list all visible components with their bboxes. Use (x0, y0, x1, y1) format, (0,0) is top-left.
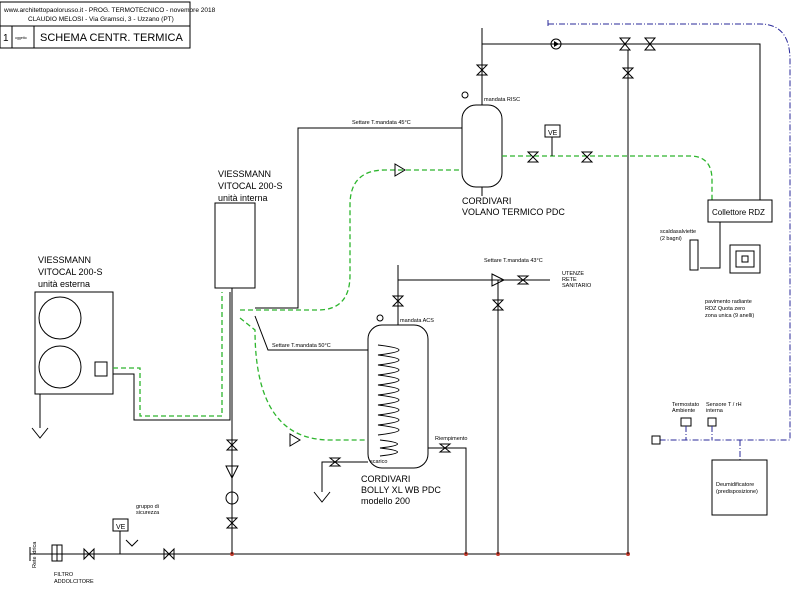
outdoor-unit-label-1: VIESSMANN (38, 255, 91, 265)
pavimento-label-2: RDZ Quota zero (705, 306, 745, 312)
deumidificatore-label-1: Deumidificatore (716, 482, 754, 488)
collettore: Collettore RDZ scaldasalviette (2 bagni)… (660, 199, 773, 319)
indoor-unit-label-2: VITOCAL 200-S (218, 181, 283, 191)
rete-idrica-label: Rete idrica (32, 541, 38, 568)
deumidificatore-box (711, 459, 768, 516)
scarico-label: scarico (370, 459, 387, 465)
mandata-risc-label: mandata RISC (484, 97, 520, 103)
indoor-unit-label-1: VIESSMANN (218, 169, 271, 179)
bolly-tank: mandata ACS scarico CORDIVARI BOLLY XL W… (361, 265, 441, 506)
termostato-label-1: Termostato (672, 402, 699, 408)
utenze-label-3: SANITARIO (562, 283, 592, 289)
indoor-unit: VIESSMANN VITOCAL 200-S unità interna (214, 169, 283, 554)
mandata-acs-label: mandata ACS (400, 318, 434, 324)
safety-group: VE gruppo di sicurezza (112, 504, 160, 554)
drawing-title: SCHEMA CENTR. TERMICA (40, 32, 183, 44)
settare-45-label: Settare T.mandata 45°C (352, 120, 411, 126)
gruppo-label-1: gruppo di (136, 504, 159, 510)
deumidificatore-label-2: (predisposizione) (716, 489, 758, 495)
bolly-label-3: modello 200 (361, 496, 410, 506)
title-line-1: www.architettopaolorusso.it - PROG. TERM… (3, 7, 216, 14)
outdoor-unit-label-3: unità esterna (38, 279, 90, 289)
gruppo-label-2: sicurezza (136, 510, 160, 516)
volano-tank: mandata RISC CORDIVARI VOLANO TERMICO PD… (461, 28, 565, 217)
filtro-label-1: FILTRO (54, 572, 74, 578)
safety-ve-label: VE (116, 524, 126, 531)
outdoor-unit-label-2: VITOCAL 200-S (38, 267, 103, 277)
outdoor-unit: VIESSMANN VITOCAL 200-S unità esterna (31, 255, 231, 439)
collettore-label: Collettore RDZ (712, 208, 765, 217)
scaldasalviette-label-2: (2 bagni) (660, 236, 682, 242)
utenze-label-2: RETE (562, 277, 577, 283)
filtro-label-2: ADDOLCITORE (54, 579, 94, 585)
termostato-label-2: Ambiente (672, 408, 695, 414)
volano-ve-label: VE (548, 130, 558, 137)
indoor-unit-label-3: unità interna (218, 193, 268, 203)
settare-50-label: Settare T.mandata 50°C (272, 343, 331, 349)
title-line-2: CLAUDIO MELOSI - Via Gramsci, 3 - Uzzano… (28, 16, 174, 23)
sensore-label-1: Sensore T / rH (706, 402, 742, 408)
sheet-number: 1 (3, 33, 9, 44)
controls: Termostato Ambiente Sensore T / rH inter… (651, 402, 768, 516)
volano-label-2: VOLANO TERMICO PDC (462, 207, 565, 217)
bolly-label-2: BOLLY XL WB PDC (361, 485, 441, 495)
pavimento-label-3: zona unica (9 anelli) (705, 313, 754, 319)
bolly-label-1: CORDIVARI (361, 474, 410, 484)
supply-valve-icon (163, 547, 175, 561)
inlet-valve-icon (83, 547, 95, 561)
volano-label-1: CORDIVARI (462, 196, 511, 206)
scaldasalviette-label-1: scaldasalviette (660, 229, 696, 235)
riempimento-label: Riempimento (435, 436, 467, 442)
title-block: www.architettopaolorusso.it - PROG. TERM… (0, 1, 216, 49)
unit-valve-icon (225, 439, 239, 451)
pavimento-label-1: pavimento radiante (705, 299, 752, 305)
settare-43-label: Settare T.mandata 43°C (484, 258, 543, 264)
title-small-label: oggetto (15, 36, 27, 40)
sensore-label-2: interna (706, 408, 724, 414)
utenze-label-1: UTENZE (562, 271, 584, 277)
